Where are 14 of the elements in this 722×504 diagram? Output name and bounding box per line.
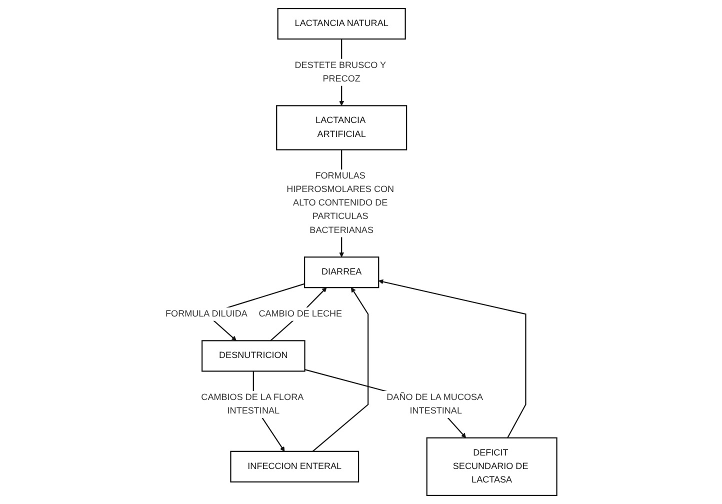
node-box: LACTANCIA NATURAL (277, 8, 406, 40)
edge-label: FORMULAS HIPEROSMOLARES CON ALTO CONTENIDO DE PARTICULAS BACTERIANAS (286, 171, 394, 236)
node-box: DIARREA (304, 256, 380, 288)
node-box: LACTANCIA ARTIFICIAL (276, 105, 407, 150)
edge-label: CAMBIO DE LECHE (258, 309, 342, 319)
node-box: DEFICIT SECUNDARIO DE LACTASA (426, 437, 558, 496)
node-box: DESNUTRICION (201, 340, 306, 372)
edge-label: CAMBIOS DE LA FLORA INTESTINAL (201, 392, 303, 416)
arrow (312, 287, 368, 452)
edge-label: FORMULA DILUIDA (165, 309, 248, 319)
edge-label: DESTETE BRUSCO Y PRECOZ (294, 60, 386, 84)
node-box: INFECCION ENTERAL (230, 450, 359, 482)
arrow (378, 279, 526, 438)
edge-label: DAÑO DE LA MUCOSA INTESTINAL (386, 392, 482, 416)
